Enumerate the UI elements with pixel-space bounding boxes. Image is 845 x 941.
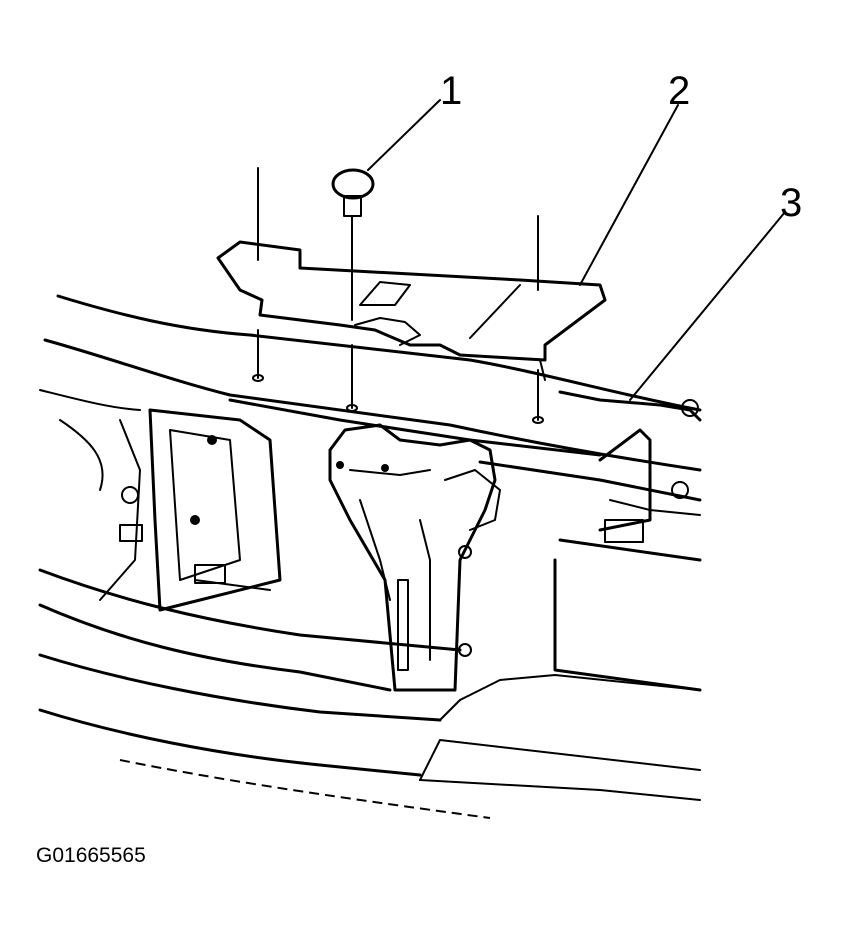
left-side-structure bbox=[99, 408, 282, 612]
leader-lines bbox=[367, 99, 786, 401]
fastener-part-1 bbox=[331, 168, 375, 217]
cable-part-3 bbox=[558, 390, 702, 422]
bracket-part-2 bbox=[216, 240, 607, 381]
callout-2: 2 bbox=[668, 69, 690, 113]
right-side-structure bbox=[553, 428, 702, 692]
alignment-lines bbox=[252, 167, 544, 424]
center-latch-support bbox=[328, 423, 501, 692]
figure-id: G01665565 bbox=[36, 844, 146, 867]
radiator-support-upper bbox=[39, 294, 702, 502]
front-fascia bbox=[38, 568, 701, 819]
callout-3: 3 bbox=[780, 181, 802, 225]
callout-1: 1 bbox=[440, 69, 462, 113]
